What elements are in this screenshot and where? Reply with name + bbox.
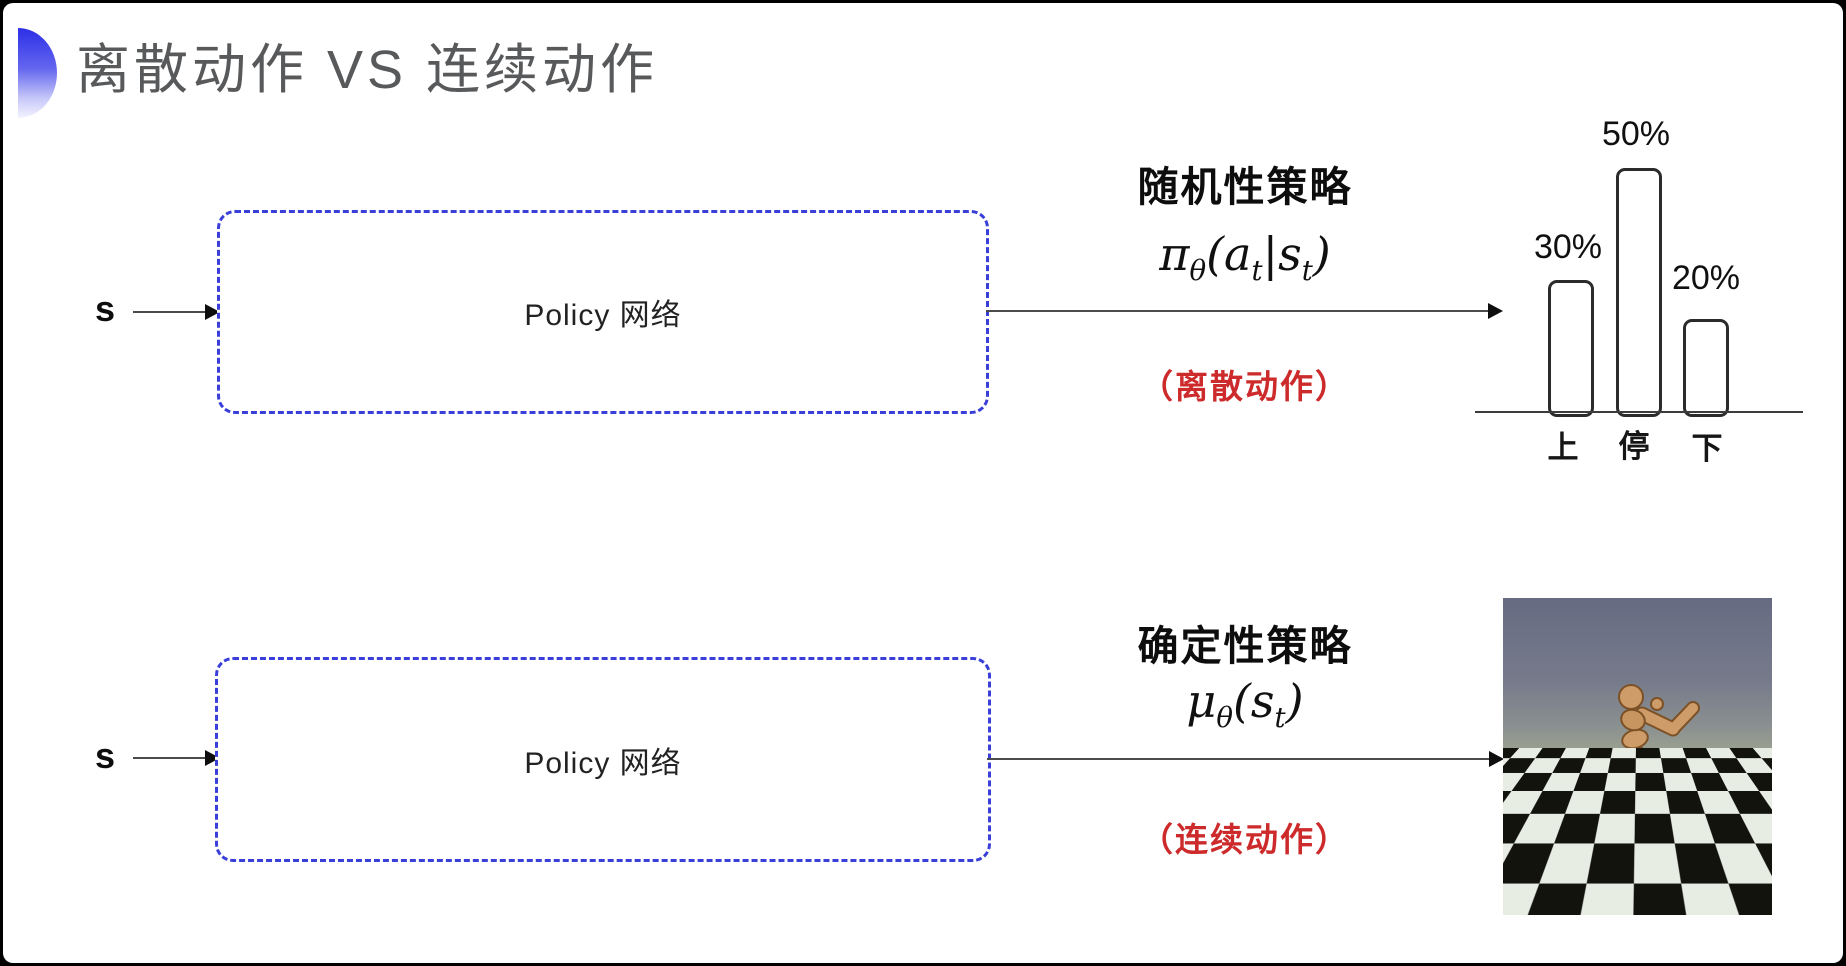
bar-value-label-up: 30% — [1533, 228, 1603, 266]
input-arrow-bottom — [133, 750, 220, 766]
formula-subscript: t — [1274, 701, 1286, 735]
arrow-shaft — [986, 310, 1490, 312]
robot-chest — [1620, 708, 1646, 732]
policy-network-box-top: Policy 网络 — [217, 210, 989, 414]
formula-subscript: t — [1301, 254, 1313, 288]
formula-symbol: (a — [1206, 227, 1252, 281]
output-arrow-bottom — [987, 751, 1504, 767]
policy-network-box-bottom: Policy 网络 — [215, 657, 991, 862]
formula-subscript: θ — [1189, 254, 1207, 288]
category-label-stop: 停 — [1618, 429, 1650, 464]
state-input-label-top: s — [95, 288, 116, 329]
stochastic-policy-formula: πθ(at|st) — [1095, 227, 1395, 287]
page-title: 离散动作 VS 连续动作 — [76, 40, 659, 100]
bar-down — [1683, 319, 1729, 417]
floor-glow — [1560, 881, 1652, 907]
robot-shadow — [1596, 854, 1676, 866]
arrow-shaft — [133, 311, 207, 313]
slide-canvas: 离散动作 VS 连续动作 s Policy 网络 随机性策略 πθ(at|st)… — [3, 3, 1843, 963]
chart-baseline — [1475, 411, 1803, 413]
title-bullet-icon — [18, 28, 57, 118]
bar-value-label-stop: 50% — [1601, 115, 1671, 153]
bar-stop — [1616, 168, 1662, 417]
robot-waist — [1629, 746, 1647, 764]
category-label-up: 上 — [1547, 430, 1579, 465]
formula-subscript: t — [1251, 254, 1263, 288]
stochastic-policy-title: 随机性策略 — [1137, 164, 1353, 210]
formula-symbol: ) — [1312, 227, 1331, 281]
state-input-label-bottom: s — [95, 735, 116, 776]
bar-up — [1548, 280, 1594, 417]
formula-symbol: μ — [1186, 674, 1217, 728]
arrow-shaft — [987, 758, 1491, 760]
deterministic-policy-formula: μθ(st) — [1095, 674, 1395, 734]
arrowhead-icon — [1488, 303, 1503, 319]
formula-symbol: π — [1159, 227, 1190, 281]
policy-box-label: Policy 网络 — [524, 746, 682, 780]
output-arrow-top — [986, 303, 1503, 319]
deterministic-policy-title: 确定性策略 — [1137, 623, 1353, 669]
continuous-action-note: （连续动作） — [1140, 821, 1350, 858]
robot-shadow — [1637, 846, 1673, 854]
bar-value-label-down: 20% — [1671, 259, 1741, 297]
formula-subscript: θ — [1216, 701, 1233, 735]
formula-symbol: ) — [1285, 674, 1304, 728]
formula-symbol: |s — [1262, 227, 1302, 281]
humanoid-robot-figure — [1560, 684, 1700, 907]
robot-hip — [1623, 783, 1645, 805]
discrete-action-note: （离散动作） — [1140, 368, 1350, 405]
formula-symbol: (s — [1232, 674, 1275, 728]
input-arrow-top — [133, 304, 220, 320]
robot-head — [1618, 684, 1644, 710]
arrow-shaft — [133, 757, 207, 759]
humanoid-simulation-image — [1503, 598, 1772, 915]
robot-fist — [1650, 697, 1664, 711]
arrowhead-icon — [205, 304, 220, 320]
policy-box-label: Policy 网络 — [524, 299, 682, 332]
arrowhead-icon — [1489, 751, 1504, 767]
category-label-down: 下 — [1691, 431, 1723, 466]
